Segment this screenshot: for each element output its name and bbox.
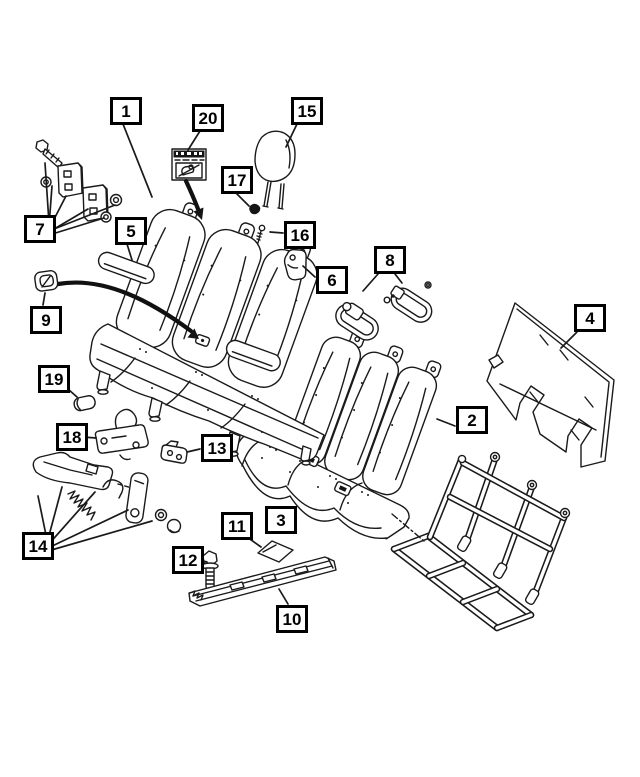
callout-17[interactable]: 17	[221, 166, 253, 194]
mount-hardware-group-drawing	[35, 139, 123, 223]
callout-20[interactable]: 20	[192, 104, 224, 132]
latch-bracket-drawing	[283, 248, 307, 281]
seat-belt-routing-arrow	[55, 280, 199, 339]
callout-14[interactable]: 14	[22, 532, 54, 560]
callout-4[interactable]: 4	[574, 304, 606, 332]
release-handle-group-drawing	[32, 451, 182, 534]
guide-screw-drawing	[256, 224, 266, 244]
belt-guide-ring-drawing	[34, 270, 59, 292]
callout-10[interactable]: 10	[276, 605, 308, 633]
hinge-bracket-drawing	[160, 440, 188, 464]
hex-bolt-drawing	[201, 550, 219, 591]
spacer-sleeve-drawing	[73, 395, 96, 412]
cover-plate-drawing	[257, 540, 294, 563]
callout-1[interactable]: 1	[110, 97, 142, 125]
leader-lines	[37, 123, 578, 605]
callout-3[interactable]: 3	[265, 506, 297, 534]
bumper-button-drawing	[249, 203, 261, 215]
head-restraint-drawing	[254, 130, 296, 210]
callout-8[interactable]: 8	[374, 246, 406, 274]
callout-13[interactable]: 13	[201, 434, 233, 462]
latch-mechanism-drawing	[94, 408, 149, 461]
callout-15[interactable]: 15	[291, 97, 323, 125]
callout-9[interactable]: 9	[30, 306, 62, 334]
sticker-pointer-arrow	[183, 178, 204, 220]
floor-rail-drawing	[188, 556, 337, 607]
callout-11[interactable]: 11	[221, 512, 253, 540]
tie-down-loops-drawing	[335, 281, 433, 341]
seat-frame-drawing	[390, 451, 571, 632]
callout-7[interactable]: 7	[24, 215, 56, 243]
callout-6[interactable]: 6	[316, 266, 348, 294]
callout-19[interactable]: 19	[38, 365, 70, 393]
callout-16[interactable]: 16	[284, 221, 316, 249]
callout-2[interactable]: 2	[456, 406, 488, 434]
callout-12[interactable]: 12	[172, 546, 204, 574]
callout-5[interactable]: 5	[115, 217, 147, 245]
child-seat-warning-label-drawing	[171, 148, 207, 181]
callout-18[interactable]: 18	[56, 423, 88, 451]
